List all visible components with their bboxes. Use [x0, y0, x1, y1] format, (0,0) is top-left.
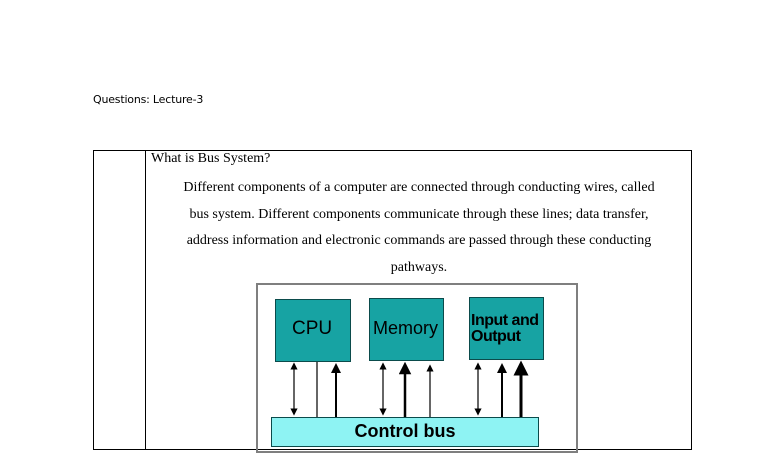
- question-title: What is Bus System?: [151, 151, 271, 166]
- answer-line-2: bus system. Different components communi…: [189, 206, 649, 222]
- io-label-line1: Input and: [471, 312, 539, 329]
- connector-arrows: [290, 360, 529, 441]
- answer-line-3: address information and electronic comma…: [186, 233, 652, 248]
- table-column-divider: [145, 150, 146, 450]
- answer-paragraph: Different components of a computer are c…: [146, 175, 692, 281]
- cpu-box: CPU: [275, 299, 351, 362]
- control-bus: Control bus: [271, 417, 539, 447]
- page-heading: Questions: Lecture-3: [93, 93, 204, 106]
- answer-line-1: Different components of a computer are c…: [183, 180, 655, 195]
- memory-label: Memory: [373, 318, 439, 338]
- cpu-label: CPU: [292, 318, 333, 339]
- input-output-box: Input and Output: [469, 297, 544, 360]
- answer-line-4: pathways.: [390, 259, 448, 275]
- io-label-line2: Output: [471, 328, 521, 345]
- memory-box: Memory: [369, 298, 444, 361]
